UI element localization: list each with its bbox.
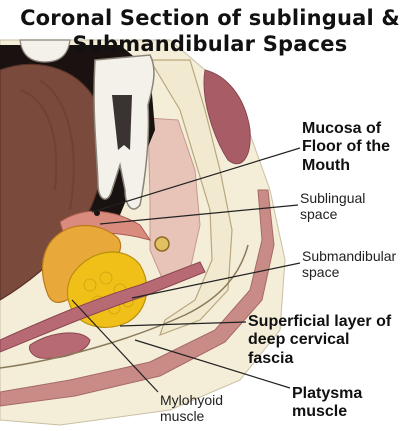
- label-line: space: [302, 264, 340, 281]
- tooth-pulp: [112, 95, 132, 150]
- vessel: [154, 236, 170, 252]
- leader-sublingual: [99, 204, 299, 225]
- label-line: Mylohyoid: [160, 392, 224, 408]
- deep-cervical-fascia: [0, 244, 249, 369]
- mandible-bone: [148, 59, 233, 337]
- label-submandibular-space: Submandibular space: [302, 248, 396, 280]
- leader-lines: [71, 147, 301, 393]
- leader-mucosa: [91, 147, 301, 213]
- label-line: Sublingual: [300, 190, 366, 206]
- label-mucosa-floor-of-mouth: Mucosa of Floor of the Mouth: [302, 120, 390, 175]
- tongue-texture: [19, 79, 75, 211]
- upper-tooth: [19, 39, 71, 63]
- title-line-2: Submandibular Spaces: [72, 32, 348, 56]
- label-line: Floor of the: [302, 138, 390, 156]
- leader-platysma: [134, 339, 291, 389]
- label-line: Submandibular: [302, 248, 397, 264]
- label-mylohyoid-muscle: Mylohyoid muscle: [160, 392, 223, 424]
- label-line: muscle: [292, 403, 348, 421]
- masseter-muscle: [203, 69, 251, 165]
- title-line-1: Coronal Section of sublingual &: [20, 6, 400, 30]
- label-sublingual-space: Sublingual space: [300, 190, 365, 222]
- label-line: space: [300, 206, 338, 223]
- label-line: Superficial layer of: [248, 313, 392, 330]
- label-line: Mouth: [302, 156, 350, 174]
- label-line: muscle: [160, 408, 205, 425]
- label-line: Platysma: [292, 385, 363, 402]
- label-line: deep cervical: [248, 331, 350, 349]
- leader-mylohyoid: [71, 299, 159, 393]
- label-platysma-muscle: Platysma muscle: [292, 385, 362, 422]
- label-line: Mucosa of: [302, 120, 382, 137]
- mylohyoid-muscle: [0, 261, 206, 353]
- label-superficial-deep-cervical-fascia: Superficial layer of deep cervical fasci…: [248, 313, 391, 368]
- leader-submandibular: [131, 262, 301, 299]
- label-line: fascia: [248, 349, 294, 367]
- leader-superficial: [119, 321, 247, 327]
